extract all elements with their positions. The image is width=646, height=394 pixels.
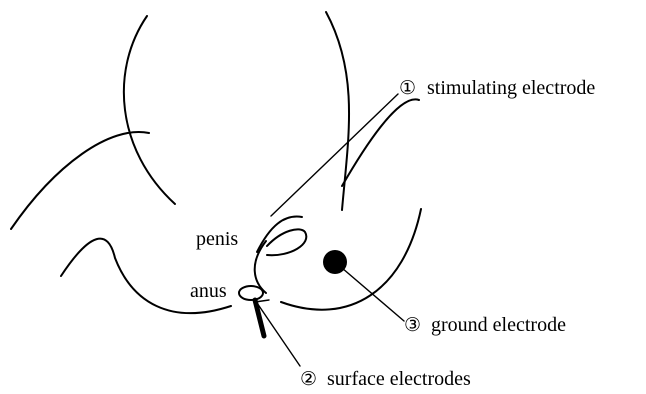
stimulating-electrode-label: stimulating electrode <box>427 77 595 99</box>
surface-electrodes-label: surface electrodes <box>327 368 471 390</box>
penis-label: penis <box>196 228 238 250</box>
stimulating-electrode-marker: ① <box>399 77 416 99</box>
anus-label: anus <box>190 280 227 302</box>
ground-electrode-marker: ③ <box>404 314 421 336</box>
surface-electrodes-marker: ② <box>300 368 317 390</box>
ground-electrode-label: ground electrode <box>431 314 566 336</box>
